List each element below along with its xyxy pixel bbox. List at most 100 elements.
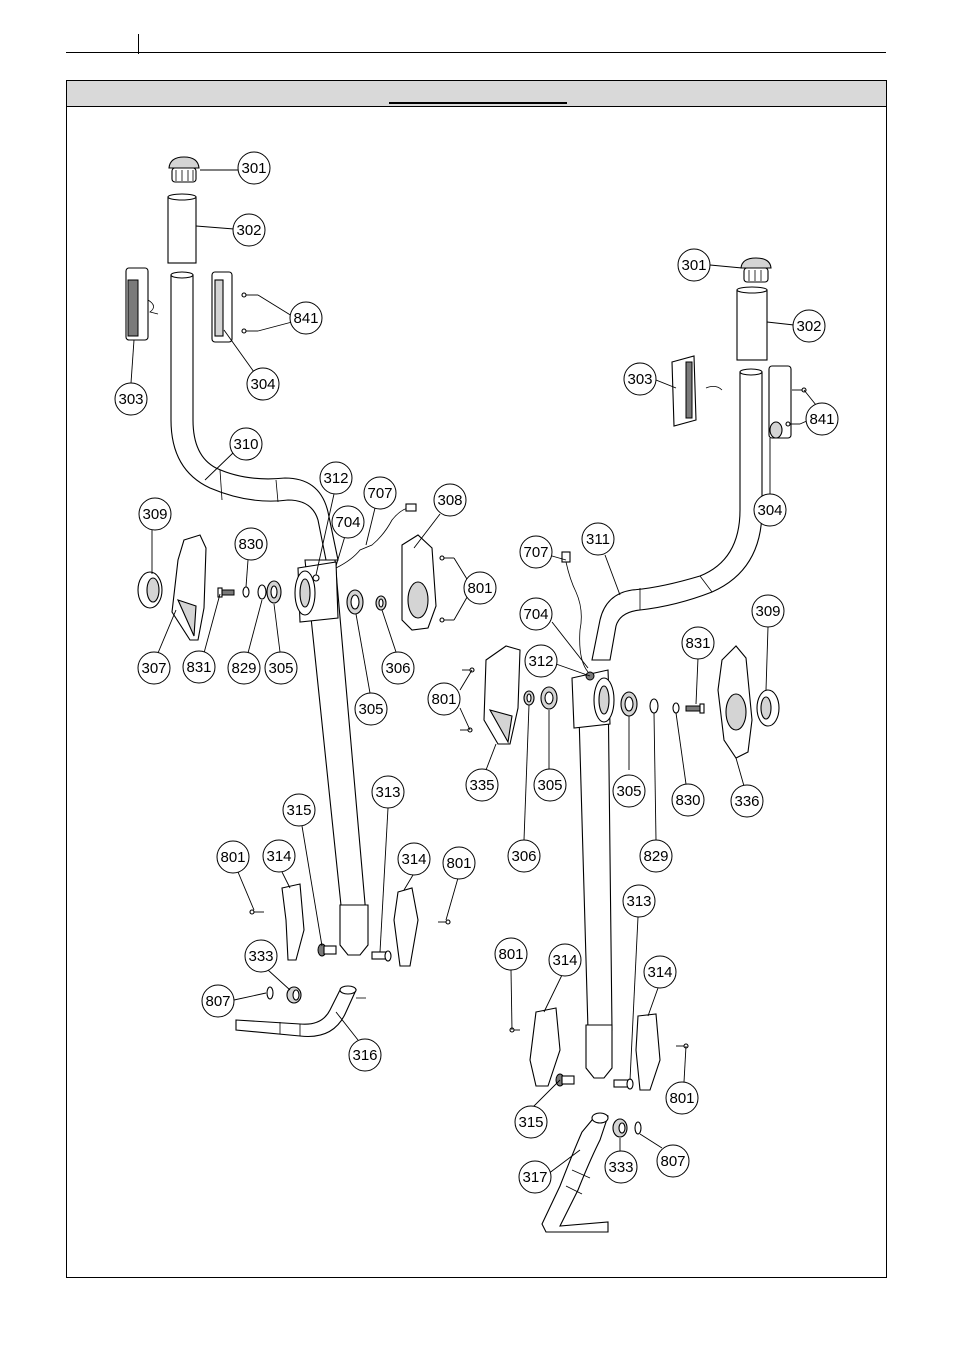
callout-left-302: 302	[233, 214, 265, 246]
callout-right-313: 313	[623, 885, 655, 917]
svg-text:304: 304	[757, 502, 782, 519]
svg-text:307: 307	[141, 660, 166, 677]
svg-text:841: 841	[293, 310, 318, 327]
callout-right-801-c: 801	[666, 1082, 698, 1114]
part-side-cap-right	[757, 690, 779, 726]
callout-right-302: 302	[793, 310, 825, 342]
callout-left-305-a: 305	[265, 652, 297, 684]
svg-text:801: 801	[467, 580, 492, 597]
left-handlebar-assembly	[126, 157, 454, 1037]
svg-text:830: 830	[675, 792, 700, 809]
part-pulse-sensor-left-a	[126, 268, 158, 340]
svg-text:830: 830	[238, 536, 263, 553]
part-screws-841-left	[242, 293, 258, 333]
svg-text:317: 317	[522, 1169, 547, 1186]
callout-left-807: 807	[202, 985, 234, 1017]
part-bolt-831-left	[218, 588, 234, 597]
part-side-cap-left	[138, 572, 162, 608]
callout-right-831: 831	[682, 627, 714, 659]
callout-right-304: 304	[754, 494, 786, 526]
callout-left-308: 308	[434, 484, 466, 516]
callout-right-801-a: 801	[428, 683, 460, 715]
callout-left-304: 304	[247, 368, 279, 400]
svg-text:316: 316	[352, 1047, 377, 1064]
part-shroud-308	[402, 535, 436, 630]
svg-text:801: 801	[669, 1090, 694, 1107]
callout-right-315: 315	[515, 1106, 547, 1138]
svg-text:333: 333	[248, 948, 273, 965]
svg-text:333: 333	[608, 1159, 633, 1176]
part-bearing-305-left-a	[267, 581, 281, 603]
svg-text:831: 831	[186, 659, 211, 676]
part-bolt-313-right	[614, 1079, 633, 1089]
callout-left-315: 315	[283, 794, 315, 826]
svg-text:301: 301	[681, 257, 706, 274]
svg-text:707: 707	[523, 544, 548, 561]
part-pin-315-left	[318, 944, 336, 956]
svg-text:308: 308	[437, 492, 462, 509]
callout-left-829: 829	[228, 652, 260, 684]
svg-text:315: 315	[286, 802, 311, 819]
callout-left-801-b: 801	[217, 841, 249, 873]
part-screws-801-left-top	[440, 556, 454, 622]
callout-right-829: 829	[640, 840, 672, 872]
part-washer-829-left	[258, 585, 266, 599]
svg-text:309: 309	[755, 603, 780, 620]
callout-left-830: 830	[235, 528, 267, 560]
callout-right-335: 335	[466, 769, 498, 801]
part-bolt-313-left	[372, 951, 391, 961]
callout-right-704: 704	[520, 598, 552, 630]
svg-text:704: 704	[523, 606, 548, 623]
callout-right-314-b: 314	[644, 956, 676, 988]
svg-text:801: 801	[220, 849, 245, 866]
part-bearing-305-right-b	[621, 692, 637, 716]
part-lower-cover-314-right-b	[636, 1014, 660, 1090]
svg-text:707: 707	[367, 485, 392, 502]
part-foam-grip-left	[168, 194, 196, 263]
svg-text:314: 314	[266, 848, 291, 865]
callout-left-307: 307	[138, 652, 170, 684]
svg-text:312: 312	[323, 470, 348, 487]
callout-left-707: 707	[364, 477, 396, 509]
svg-text:314: 314	[647, 964, 672, 981]
right-handlebar-assembly	[460, 258, 806, 1232]
part-bushing-306-left	[376, 596, 386, 610]
part-bolt-831-right	[686, 704, 704, 713]
svg-text:315: 315	[518, 1114, 543, 1131]
callout-right-807: 807	[657, 1145, 689, 1177]
callout-right-306: 306	[508, 840, 540, 872]
svg-text:841: 841	[809, 411, 834, 428]
callout-right-841: 841	[806, 403, 838, 435]
callout-right-801-b: 801	[495, 938, 527, 970]
part-washer-830-left	[243, 587, 249, 597]
part-pedal-arm-317	[542, 1113, 608, 1232]
svg-text:306: 306	[385, 660, 410, 677]
svg-text:336: 336	[734, 793, 759, 810]
callout-left-316: 316	[349, 1039, 381, 1071]
part-end-cap-right	[741, 258, 771, 282]
svg-text:313: 313	[626, 893, 651, 910]
callout-right-314-a: 314	[549, 944, 581, 976]
part-pulse-sensor-right-b	[769, 366, 791, 438]
svg-text:305: 305	[268, 660, 293, 677]
callout-left-314-b: 314	[398, 843, 430, 875]
part-upright-arm-right	[578, 680, 612, 1078]
part-bushing-306-right	[524, 691, 534, 705]
svg-text:314: 314	[552, 952, 577, 969]
part-washer-830-right	[673, 703, 679, 713]
svg-text:305: 305	[616, 783, 641, 800]
part-bushing-333-right	[613, 1119, 627, 1137]
part-shroud-307	[172, 535, 206, 640]
svg-text:312: 312	[528, 653, 553, 670]
part-shroud-336	[718, 646, 752, 758]
part-pivot-housing-right	[572, 670, 614, 728]
svg-text:304: 304	[250, 376, 275, 393]
part-wire-707-right	[562, 552, 588, 672]
part-lower-cover-314-right-a	[530, 1008, 560, 1086]
part-end-cap-left	[169, 157, 199, 182]
callout-right-303: 303	[624, 363, 656, 395]
callout-right-336: 336	[731, 785, 763, 817]
svg-text:309: 309	[142, 506, 167, 523]
callout-left-801-a: 801	[464, 572, 496, 604]
svg-text:302: 302	[236, 222, 261, 239]
